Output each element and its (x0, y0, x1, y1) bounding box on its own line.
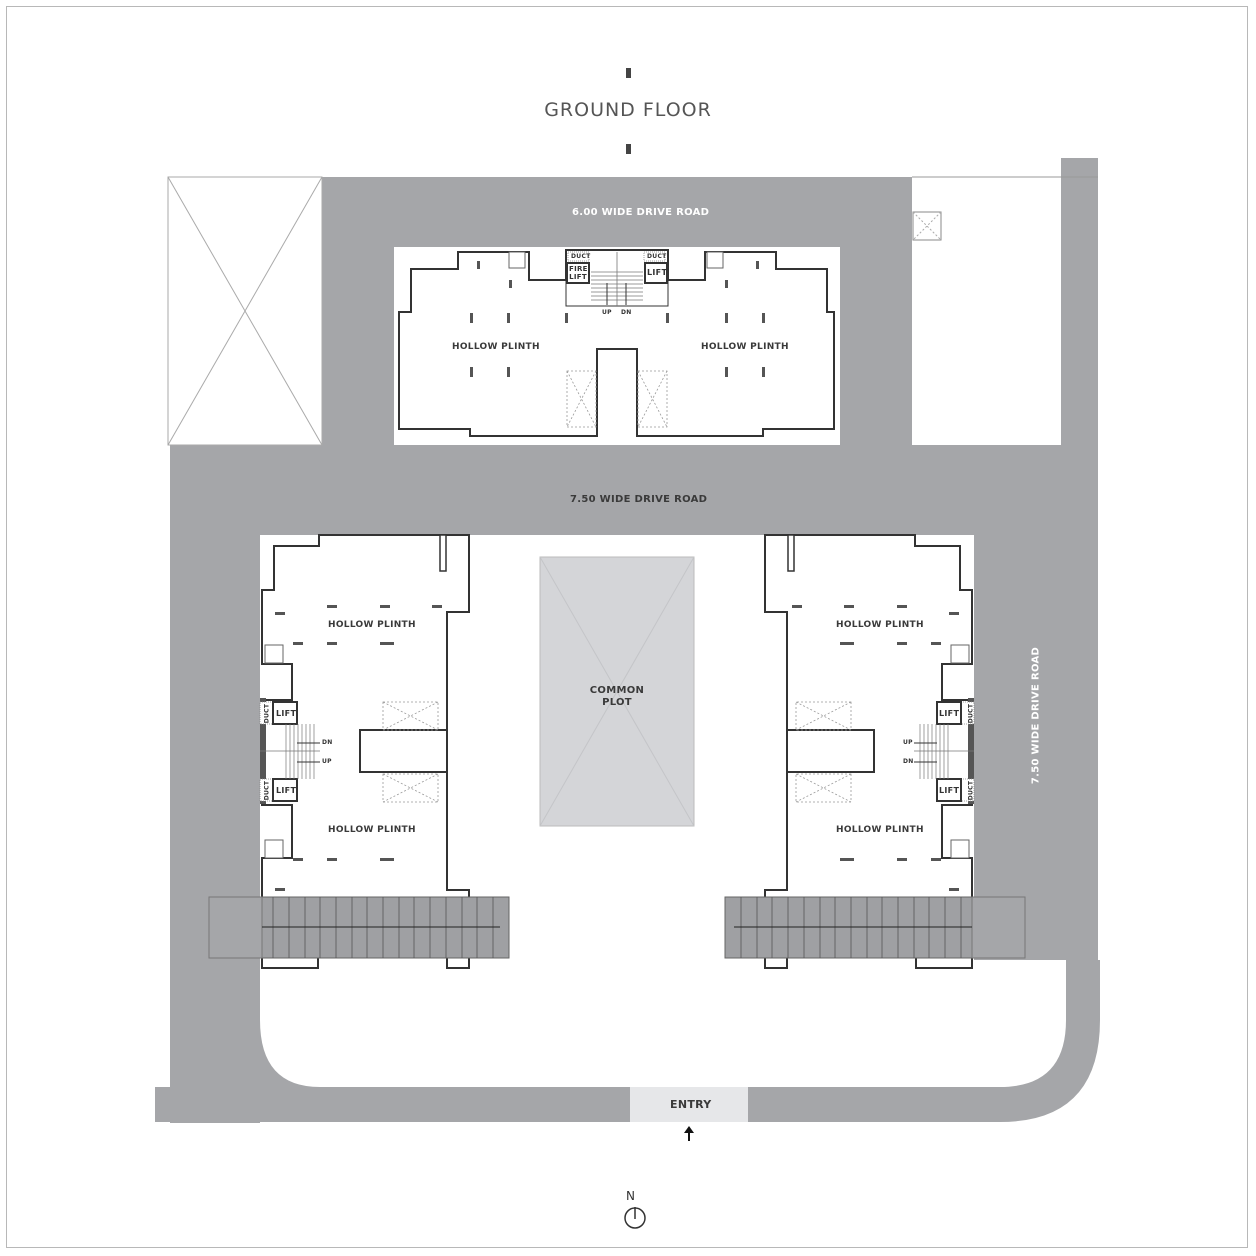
top-block (394, 247, 840, 445)
entry-arrow-icon (684, 1126, 694, 1141)
fire-lift-label: FIRE LIFT (569, 265, 587, 281)
left-block-lower-label: HOLLOW PLINTH (328, 825, 416, 835)
right-duct-lower: DUCT (967, 780, 975, 801)
page-title: GROUND FLOOR (544, 99, 712, 121)
common-plot-line1: COMMON (589, 685, 645, 696)
drawing-frame (6, 6, 1248, 1248)
north-label: N (626, 1189, 635, 1203)
right-duct-upper: DUCT (967, 703, 975, 724)
shaft-marker-top-right (912, 211, 942, 241)
common-plot-label: COMMON PLOT (577, 685, 657, 709)
common-plot (539, 556, 695, 827)
open-space-top-right (912, 177, 1061, 445)
right-block (724, 534, 1026, 969)
right-lift-upper: LIFT (939, 709, 960, 718)
fire-lift-line2: LIFT (569, 273, 587, 281)
axis-marker-bottom (626, 144, 631, 154)
left-stair-up: UP (322, 758, 332, 765)
right-block-lower-label: HOLLOW PLINTH (836, 825, 924, 835)
road-label-middle: 7.50 WIDE DRIVE ROAD (570, 494, 708, 505)
road-label-right: 7.50 WIDE DRIVE ROAD (966, 647, 1106, 784)
left-duct-upper: DUCT (263, 703, 271, 724)
roads (155, 158, 1100, 1123)
right-lift-lower: LIFT (939, 786, 960, 795)
left-block (208, 534, 510, 969)
left-lift-upper: LIFT (276, 709, 297, 718)
common-plot-line2: PLOT (602, 697, 632, 708)
top-lift-label: LIFT (647, 268, 668, 277)
left-duct-lower: DUCT (263, 780, 271, 801)
left-block-upper-label: HOLLOW PLINTH (328, 620, 416, 630)
top-duct-left: DUCT (571, 253, 591, 260)
top-stair-up: UP (602, 309, 612, 316)
top-duct-right: DUCT (647, 253, 667, 260)
right-block-upper-label: HOLLOW PLINTH (836, 620, 924, 630)
axis-marker-top (626, 68, 631, 78)
top-stair-dn: DN (621, 309, 632, 316)
top-block-left-label: HOLLOW PLINTH (452, 342, 540, 352)
open-plot-top-left (167, 176, 323, 446)
entry-gate (630, 1087, 748, 1122)
right-stair-dn: DN (903, 758, 914, 765)
road-label-right-text: 7.50 WIDE DRIVE ROAD (1030, 646, 1042, 785)
top-block-right-label: HOLLOW PLINTH (701, 342, 789, 352)
left-stair-dn: DN (322, 739, 333, 746)
right-stair-up: UP (903, 739, 913, 746)
north-arrow-icon (624, 1207, 646, 1229)
left-lift-lower: LIFT (276, 786, 297, 795)
fire-lift-line1: FIRE (569, 265, 588, 273)
road-label-top: 6.00 WIDE DRIVE ROAD (572, 207, 710, 218)
entry-label: ENTRY (670, 1098, 712, 1111)
